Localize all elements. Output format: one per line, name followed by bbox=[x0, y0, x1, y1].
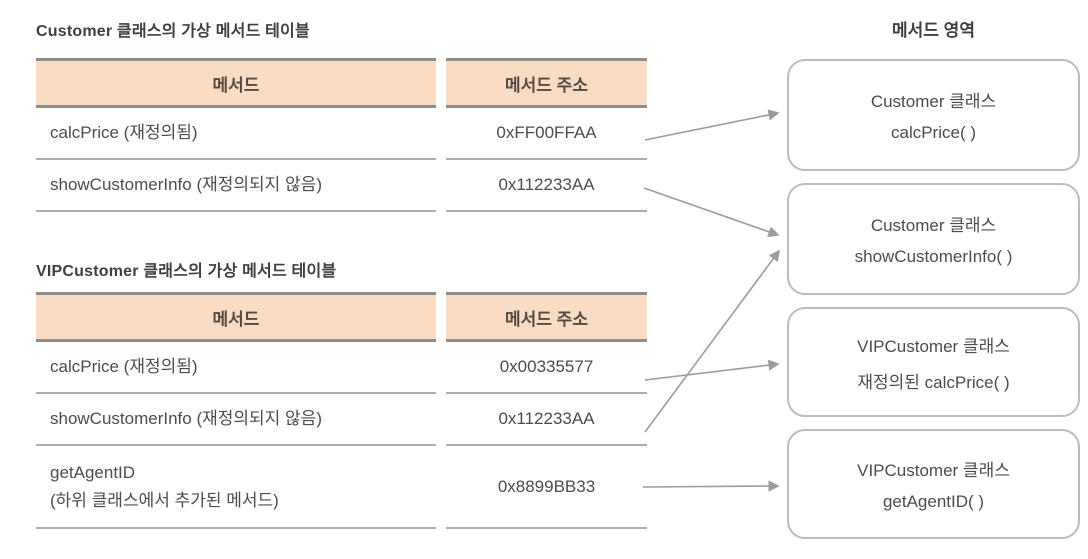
method-box-class-label: VIPCustomer 클래스 bbox=[857, 461, 1010, 480]
vipcustomer-vtable-row-calcprice-address: 0x00335577 bbox=[446, 342, 647, 394]
method-box-method-label: 재정의된 calcPrice( ) bbox=[857, 372, 1010, 392]
vipcustomer-vtable-row-showcustomerinfo-address: 0x112233AA bbox=[446, 394, 647, 446]
customer-vtable-title: Customer 클래스의 가상 메서드 테이블 bbox=[36, 23, 310, 40]
method-box-class-label: VIPCustomer 클래스 bbox=[857, 336, 1010, 356]
method-box-customer-calcprice: Customer 클래스 calcPrice( ) bbox=[787, 59, 1080, 171]
customer-vtable: 메서드 메서드 주소 calcPrice (재정의됨) 0xFF00FFAA s… bbox=[36, 58, 647, 212]
arrow-vipcustomer-getagentid bbox=[642, 480, 780, 492]
arrow-vipcustomer-showcustomerinfo bbox=[644, 249, 780, 433]
customer-vtable-row-calcprice-address: 0xFF00FFAA bbox=[446, 108, 647, 160]
customer-vtable-row-showcustomerinfo-method: showCustomerInfo (재정의되지 않음) bbox=[36, 160, 436, 212]
method-box-method-label: calcPrice( ) bbox=[890, 123, 976, 142]
method-box-class-label: Customer 클래스 bbox=[870, 216, 997, 235]
customer-vtable-header-method: 메서드 bbox=[36, 58, 436, 108]
vipcustomer-vtable: 메서드 메서드 주소 calcPrice (재정의됨) 0x00335577 s… bbox=[36, 292, 647, 529]
vipcustomer-vtable-row-getagentid-address: 0x8899BB33 bbox=[446, 446, 647, 529]
method-box-method-label: showCustomerInfo( ) bbox=[854, 247, 1013, 266]
vipcustomer-vtable-title: VIPCustomer 클래스의 가상 메서드 테이블 bbox=[36, 263, 337, 280]
customer-vtable-row-calcprice-method: calcPrice (재정의됨) bbox=[36, 108, 436, 160]
arrow-vipcustomer-calcprice bbox=[644, 359, 780, 381]
method-box-customer-showcustomerinfo: Customer 클래스 showCustomerInfo( ) bbox=[787, 183, 1080, 295]
vipcustomer-vtable-row-calcprice-method: calcPrice (재정의됨) bbox=[36, 342, 436, 394]
vipcustomer-vtable-row-showcustomerinfo-method: showCustomerInfo (재정의되지 않음) bbox=[36, 394, 436, 446]
customer-vtable-header-address: 메서드 주소 bbox=[446, 58, 647, 108]
arrow-customer-showcustomerinfo bbox=[643, 187, 780, 238]
vipcustomer-vtable-header-method: 메서드 bbox=[36, 292, 436, 342]
vipcustomer-vtable-header-address: 메서드 주소 bbox=[446, 292, 647, 342]
vipcustomer-vtable-row-getagentid-method: getAgentID (하위 클래스에서 추가된 메서드) bbox=[36, 446, 436, 529]
arrow-customer-calcprice bbox=[644, 109, 780, 141]
method-box-class-label: Customer 클래스 bbox=[870, 92, 997, 111]
method-box-method-label: getAgentID( ) bbox=[882, 492, 985, 511]
method-area-title: 메서드 영역 bbox=[892, 21, 975, 40]
method-box-vipcustomer-calcprice: VIPCustomer 클래스 재정의된 calcPrice( ) bbox=[787, 307, 1080, 417]
customer-vtable-row-showcustomerinfo-address: 0x112233AA bbox=[446, 160, 647, 212]
method-box-vipcustomer-getagentid: VIPCustomer 클래스 getAgentID( ) bbox=[787, 429, 1080, 539]
